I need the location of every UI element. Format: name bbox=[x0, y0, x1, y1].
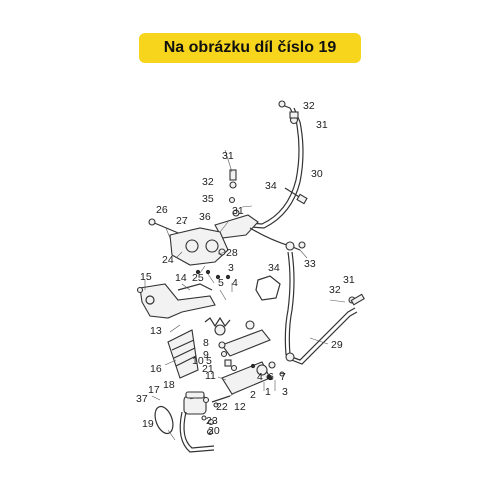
small-parts-8-9-10 bbox=[218, 341, 238, 372]
callout-34: 34 bbox=[265, 180, 277, 192]
callout-13: 13 bbox=[150, 325, 162, 337]
callout-28: 28 bbox=[226, 247, 238, 259]
callout-23: 23 bbox=[206, 415, 218, 427]
callout-34: 34 bbox=[268, 262, 280, 274]
callout-9: 9 bbox=[203, 349, 209, 361]
callout-32: 32 bbox=[329, 284, 341, 296]
callout-1: 1 bbox=[265, 386, 271, 398]
spring-25 bbox=[204, 316, 231, 328]
callout-5: 5 bbox=[206, 355, 212, 367]
callout-11: 11 bbox=[205, 370, 216, 382]
callout-4: 4 bbox=[257, 371, 263, 383]
callout-20: 20 bbox=[208, 425, 220, 437]
callout-6: 6 bbox=[268, 371, 274, 383]
master-body-24 bbox=[169, 227, 229, 266]
callout-26: 26 bbox=[156, 204, 168, 216]
callout-17: 17 bbox=[148, 384, 160, 396]
callout-7: 7 bbox=[280, 371, 286, 383]
callout-29: 29 bbox=[331, 339, 343, 351]
leader-lines bbox=[144, 149, 346, 441]
hose-29 bbox=[285, 293, 365, 365]
callout-31: 31 bbox=[222, 150, 234, 162]
callout-32: 32 bbox=[303, 100, 315, 112]
pushrod-group bbox=[214, 320, 271, 357]
fitting-34-top bbox=[284, 187, 308, 205]
callout-35: 35 bbox=[202, 193, 214, 205]
callout-30: 30 bbox=[311, 168, 323, 180]
callout-10: 10 bbox=[192, 355, 204, 367]
callout-16: 16 bbox=[150, 363, 162, 375]
bolts-upper bbox=[228, 169, 240, 217]
callout-21: 21 bbox=[202, 363, 214, 375]
callout-4: 4 bbox=[232, 277, 238, 289]
callout-31: 31 bbox=[232, 205, 244, 217]
callout-3: 3 bbox=[228, 262, 234, 274]
boot-16 bbox=[167, 329, 199, 379]
callout-32: 32 bbox=[202, 176, 214, 188]
callout-33: 33 bbox=[304, 258, 316, 270]
gasket-34 bbox=[255, 275, 281, 301]
callout-8: 8 bbox=[203, 337, 209, 349]
callout-14: 14 bbox=[175, 272, 187, 284]
screws-22-23-20 bbox=[201, 402, 219, 436]
callout-27: 27 bbox=[176, 215, 188, 227]
callout-3: 3 bbox=[282, 386, 288, 398]
callout-24: 24 bbox=[162, 254, 174, 266]
clamp-ring-19 bbox=[154, 405, 215, 453]
lever-bracket-13 bbox=[136, 283, 216, 319]
part-number-banner: Na obrázku díl číslo 19 bbox=[139, 33, 361, 63]
reservoir-18 bbox=[183, 391, 231, 426]
callout-18: 18 bbox=[163, 379, 175, 391]
callout-31: 31 bbox=[343, 274, 355, 286]
dot-markers bbox=[195, 269, 273, 381]
callout-36: 36 bbox=[199, 211, 211, 223]
callout-15: 15 bbox=[140, 271, 152, 283]
callout-12: 12 bbox=[234, 401, 246, 413]
callout-25: 25 bbox=[192, 272, 204, 284]
callout-37: 37 bbox=[136, 393, 148, 405]
callout-5: 5 bbox=[218, 277, 224, 289]
callout-22: 22 bbox=[216, 401, 228, 413]
callout-19: 19 bbox=[142, 418, 154, 430]
callout-2: 2 bbox=[250, 389, 256, 401]
callout-31: 31 bbox=[316, 119, 328, 131]
hose-30 bbox=[235, 100, 304, 229]
master-cylinder-1 bbox=[221, 361, 276, 395]
bracket-upper bbox=[214, 214, 306, 356]
